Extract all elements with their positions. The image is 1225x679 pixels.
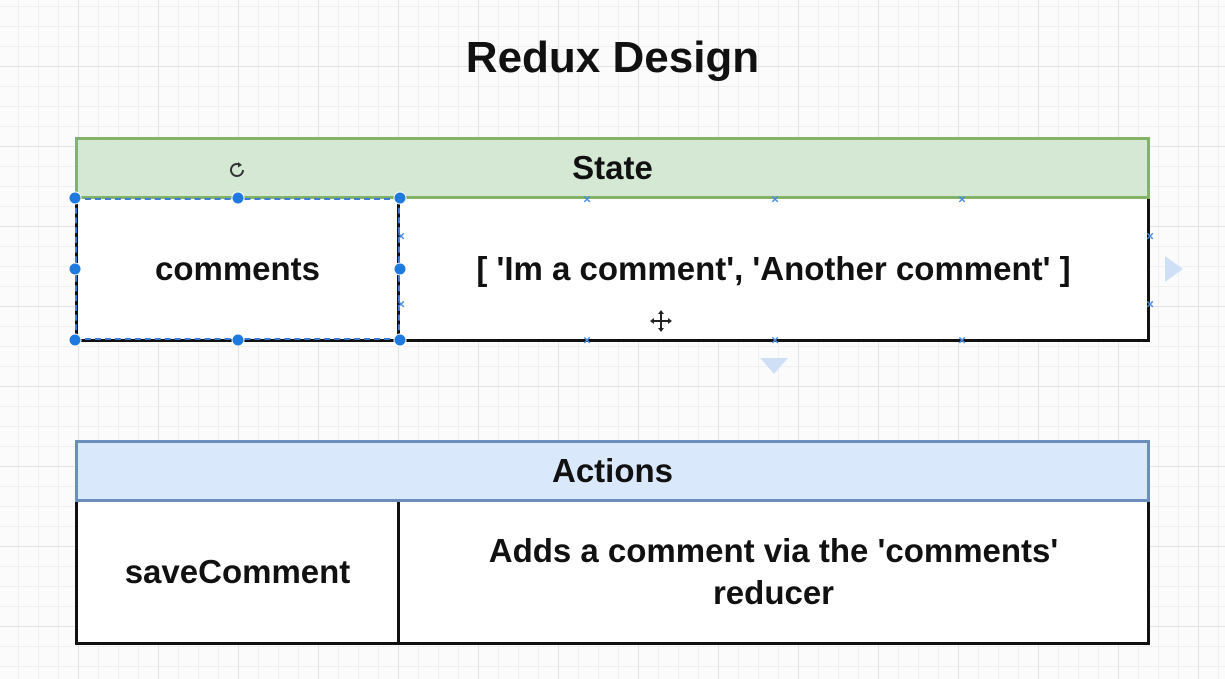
- actions-table-row[interactable]: saveComment Adds a comment via the 'comm…: [75, 502, 1150, 645]
- connection-point-icon[interactable]: ×: [958, 191, 966, 207]
- state-value-cell[interactable]: [ 'Im a comment', 'Another comment' ]: [476, 250, 1071, 287]
- connection-point-icon[interactable]: ×: [958, 332, 966, 348]
- state-table-header[interactable]: State: [75, 137, 1150, 199]
- state-key-cell[interactable]: comments: [78, 199, 400, 339]
- state-table-row[interactable]: comments [ 'Im a comment', 'Another comm…: [75, 199, 1150, 342]
- connection-point-icon[interactable]: ×: [397, 296, 405, 312]
- rotate-icon[interactable]: [226, 159, 248, 181]
- connection-point-icon[interactable]: ×: [1146, 296, 1154, 312]
- diagram-title: Redux Design: [465, 33, 760, 82]
- action-description-cell[interactable]: Adds a comment via the 'comments' reduce…: [488, 532, 1059, 611]
- connection-point-icon[interactable]: ×: [583, 332, 591, 348]
- resize-handle-right[interactable]: [393, 262, 407, 276]
- connection-point-icon[interactable]: ×: [1146, 228, 1154, 244]
- connection-point-icon[interactable]: ×: [771, 332, 779, 348]
- resize-handle-bottom-left[interactable]: [68, 333, 82, 347]
- resize-handle-bottom[interactable]: [231, 333, 245, 347]
- resize-handle-top-right[interactable]: [393, 191, 407, 205]
- actions-table-header[interactable]: Actions: [75, 440, 1150, 502]
- connection-point-icon[interactable]: ×: [771, 191, 779, 207]
- resize-handle-top-left[interactable]: [68, 191, 82, 205]
- action-key-cell[interactable]: saveComment: [78, 502, 400, 642]
- connect-arrow-down-icon[interactable]: [760, 358, 788, 374]
- actions-table[interactable]: Actions saveComment Adds a comment via t…: [75, 440, 1150, 645]
- connection-point-icon[interactable]: ×: [397, 228, 405, 244]
- move-icon[interactable]: [649, 309, 673, 333]
- resize-handle-left[interactable]: [68, 262, 82, 276]
- connect-arrow-right-icon[interactable]: [1165, 256, 1183, 282]
- resize-handle-top[interactable]: [231, 191, 245, 205]
- resize-handle-bottom-right[interactable]: [393, 333, 407, 347]
- connection-point-icon[interactable]: ×: [583, 191, 591, 207]
